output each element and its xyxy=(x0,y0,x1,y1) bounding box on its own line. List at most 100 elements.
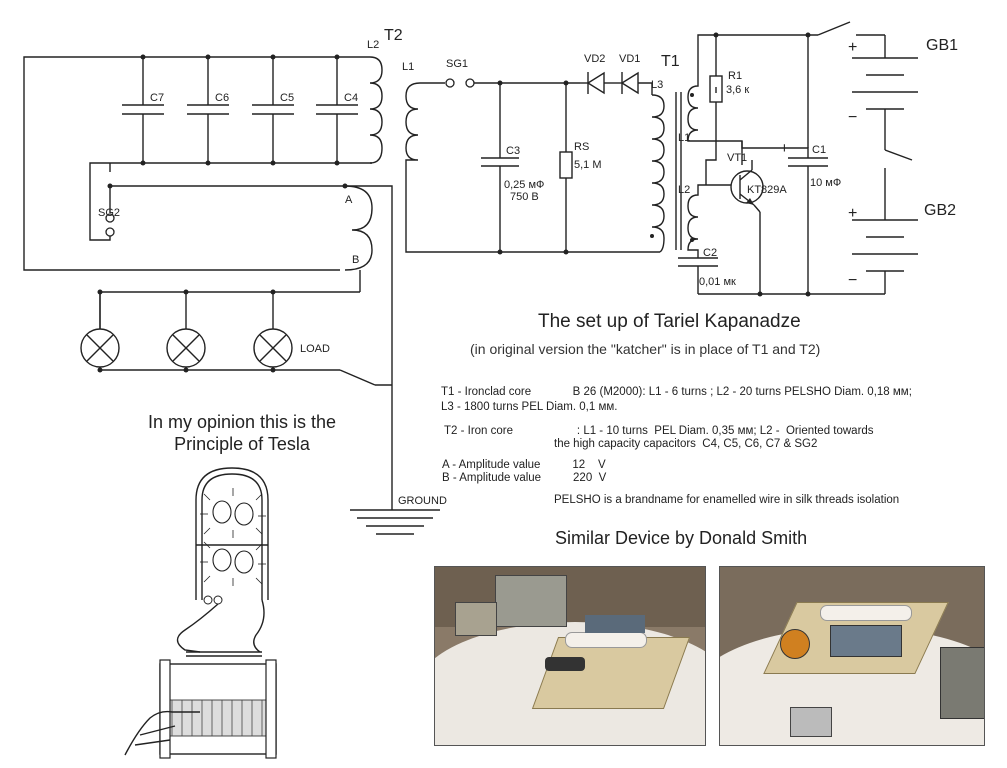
lamp-2 xyxy=(166,289,206,373)
label-rs: RS xyxy=(574,141,589,153)
amplitude-b: B - Amplitude value 220 V xyxy=(442,472,607,484)
sg1-gap-right xyxy=(465,78,475,88)
t2-spec-line-1: T2 - Iron core : L1 - 10 turns PEL Diam.… xyxy=(444,425,874,437)
tesla-sketch xyxy=(124,467,277,759)
photo-2-spark-gap xyxy=(780,629,810,659)
label-gb2-plus: + xyxy=(848,205,857,222)
capacitor-c2 xyxy=(678,257,718,294)
photo-2-meter xyxy=(790,707,832,737)
t1-core xyxy=(675,92,682,250)
pelsho-note: PELSHO is a brandname for enamelled wire… xyxy=(554,494,900,506)
label-vt1-type: KT829A xyxy=(747,184,787,196)
resistor-r1 xyxy=(709,32,723,112)
label-vt1: VT1 xyxy=(727,152,747,164)
sg1-gap-left xyxy=(445,78,455,88)
battery-gb2 xyxy=(852,198,918,294)
left-loop-wire xyxy=(23,56,370,271)
label-gb1-minus: − xyxy=(848,109,857,126)
label-gb2-minus: − xyxy=(848,272,857,289)
capacitor-c3 xyxy=(481,80,519,255)
opinion-line-2: Principle of Tesla xyxy=(174,434,310,454)
label-gb1: GB1 xyxy=(926,37,958,54)
t1-spec-line-1: T1 - Ironclad core B 26 (M2000): L1 - 6 … xyxy=(441,386,912,398)
page-title: The set up of Tariel Kapanadze xyxy=(538,311,801,332)
t2-spec-line-2: the high capacity capacitors C4, C5, C6,… xyxy=(554,438,818,450)
label-c2: C2 xyxy=(703,247,717,259)
main-switch xyxy=(817,21,885,36)
label-t1: T1 xyxy=(661,53,680,70)
capacitor-c6 xyxy=(187,54,229,166)
label-l2-right: L2 xyxy=(678,184,690,196)
resistor-rs xyxy=(559,80,573,255)
lamp-1 xyxy=(80,289,120,373)
label-sg2: SG2 xyxy=(98,207,120,219)
label-r1-val: 3,6 к xyxy=(726,84,749,96)
label-c7: C7 xyxy=(150,92,164,104)
capacitor-c5 xyxy=(252,54,294,166)
label-vd1: VD1 xyxy=(619,53,640,65)
label-c1: C1 xyxy=(812,144,826,156)
donald-smith-photo-1 xyxy=(434,566,706,746)
label-b: B xyxy=(352,254,359,266)
ground-symbol xyxy=(350,509,440,535)
label-l1-left: L1 xyxy=(402,61,414,73)
capacitor-c4 xyxy=(316,54,358,166)
sg2-gap-bottom xyxy=(105,227,115,237)
donald-smith-photo-2 xyxy=(719,566,985,746)
diode-vd2 xyxy=(580,71,618,95)
labels: T2 L2 C7 C6 C5 C4 SG2 A B L1 SG1 C3 0,25… xyxy=(98,27,958,507)
capacitor-c1 xyxy=(741,32,828,294)
photo-2-capacitors xyxy=(830,625,902,657)
driver-section xyxy=(678,21,918,297)
label-l3: L3 xyxy=(651,79,663,91)
label-c3: C3 xyxy=(506,145,520,157)
photo-1-meter xyxy=(455,602,497,636)
t2-l2-coil xyxy=(369,56,383,164)
label-c6: C6 xyxy=(215,92,229,104)
sg2-gap-top xyxy=(105,213,115,223)
photo-1-component xyxy=(545,657,585,671)
label-load: LOAD xyxy=(300,343,330,355)
photo-2-coil xyxy=(820,605,912,621)
page-subtitle: (in original version the "katcher" is in… xyxy=(470,341,821,357)
photo-2-device xyxy=(940,647,984,719)
label-c3-val2: 750 В xyxy=(510,191,539,203)
diode-vd1 xyxy=(618,71,653,95)
t1-l1-coil xyxy=(687,34,716,142)
label-c5: C5 xyxy=(280,92,294,104)
battery-gb1 xyxy=(852,35,918,150)
label-sg1: SG1 xyxy=(446,58,468,70)
t2-l1-coil xyxy=(405,82,660,253)
amplitude-a: A - Amplitude value 12 V xyxy=(442,459,606,471)
capacitor-c7 xyxy=(122,54,164,166)
t1-l3-coil xyxy=(651,94,665,253)
t1-secondary-section xyxy=(405,71,665,255)
label-c1-val: 10 мФ xyxy=(810,177,841,189)
label-r1: R1 xyxy=(728,70,742,82)
opinion-line-1: In my opinion this is the xyxy=(147,412,337,432)
label-c4: C4 xyxy=(344,92,358,104)
similar-device-caption: Similar Device by Donald Smith xyxy=(555,528,808,548)
label-t2-l2: L2 xyxy=(367,39,379,51)
label-c3-val1: 0,25 мФ xyxy=(504,179,544,191)
ab-coil xyxy=(344,185,373,271)
t1-spec-line-2: L3 - 1800 turns PEL Diam. 0,1 мм. xyxy=(441,401,618,413)
transistor-vt1 xyxy=(730,160,764,206)
t2-section xyxy=(23,54,440,535)
photo-1-coil xyxy=(565,632,647,648)
label-rs-val: 5,1 M xyxy=(574,159,602,171)
label-gb2: GB2 xyxy=(924,202,956,219)
label-t2: T2 xyxy=(384,27,403,44)
photo-1-oscilloscope xyxy=(495,575,567,627)
label-gb1-plus: + xyxy=(848,39,857,56)
label-c1-plus: + xyxy=(780,140,789,157)
ground-wire xyxy=(372,185,393,510)
lamp-3 xyxy=(253,289,293,373)
label-c2-val: 0,01 мк xyxy=(699,276,736,288)
label-l1-right: L1 xyxy=(678,132,690,144)
label-vd2: VD2 xyxy=(584,53,605,65)
load-switch xyxy=(339,369,392,386)
label-ground: GROUND xyxy=(398,495,447,507)
photo-1-capacitors xyxy=(585,615,645,633)
